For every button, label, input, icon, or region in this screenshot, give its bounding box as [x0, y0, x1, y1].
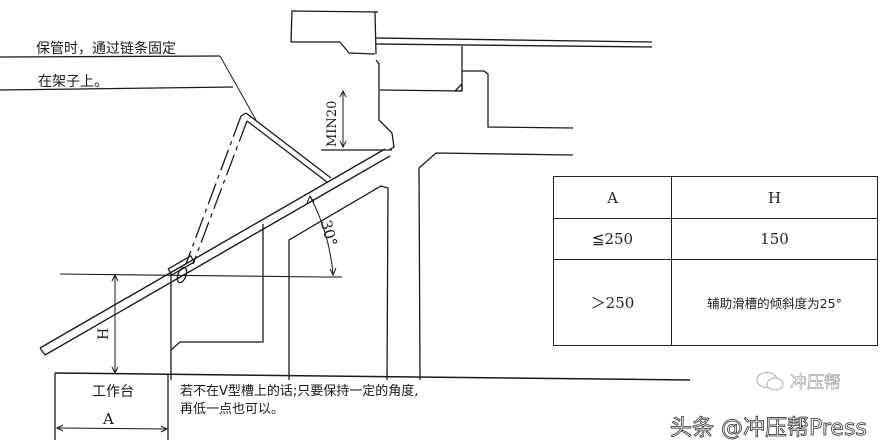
- angle-dimension: [59, 194, 342, 278]
- support-frame: [170, 224, 264, 380]
- min20-label: MIN20: [325, 100, 340, 147]
- watermark-main: 头条 @冲压帮Press: [670, 416, 868, 442]
- cell-a: ＞250: [553, 259, 672, 346]
- workbench-line: [54, 372, 691, 440]
- workbench-label: 工作台: [92, 384, 134, 400]
- condition-note-line2: 再低一点也可以。: [180, 402, 285, 417]
- support-arm: [185, 112, 332, 265]
- table-header-row: A H: [553, 176, 878, 219]
- cell-h: 辅助滑槽的倾斜度为25°: [671, 259, 878, 346]
- width-label: A: [103, 410, 114, 428]
- storage-note-line2: 在架子上。: [38, 74, 108, 90]
- cell-a: ≦250: [553, 218, 672, 260]
- storage-note-line1: 保管时，通过链条固定: [36, 41, 176, 57]
- dimension-table: A H ≦250 150 ＞250 辅助滑槽的倾斜度为25°: [553, 176, 878, 346]
- wechat-icon: [756, 372, 784, 391]
- cell-h: 150: [671, 218, 878, 260]
- note-leader-lines: [0, 55, 257, 121]
- height-label: H: [96, 327, 112, 340]
- lower-die: [288, 152, 574, 381]
- header-h: H: [671, 176, 878, 219]
- chute-bar: [39, 148, 391, 356]
- h-dimension: [111, 273, 119, 375]
- table-row: ＞250 辅助滑槽的倾斜度为25°: [553, 259, 878, 346]
- watermark-brand: 冲压帮: [790, 373, 842, 394]
- clamp: [167, 255, 196, 284]
- condition-note-line1: 若不在V型槽上的话;只要保持一定的角度,: [180, 384, 419, 399]
- table-row: ≦250 150: [553, 218, 878, 260]
- upper-die: [290, 10, 653, 151]
- header-a: A: [553, 176, 672, 219]
- min20-dimension: [339, 89, 347, 149]
